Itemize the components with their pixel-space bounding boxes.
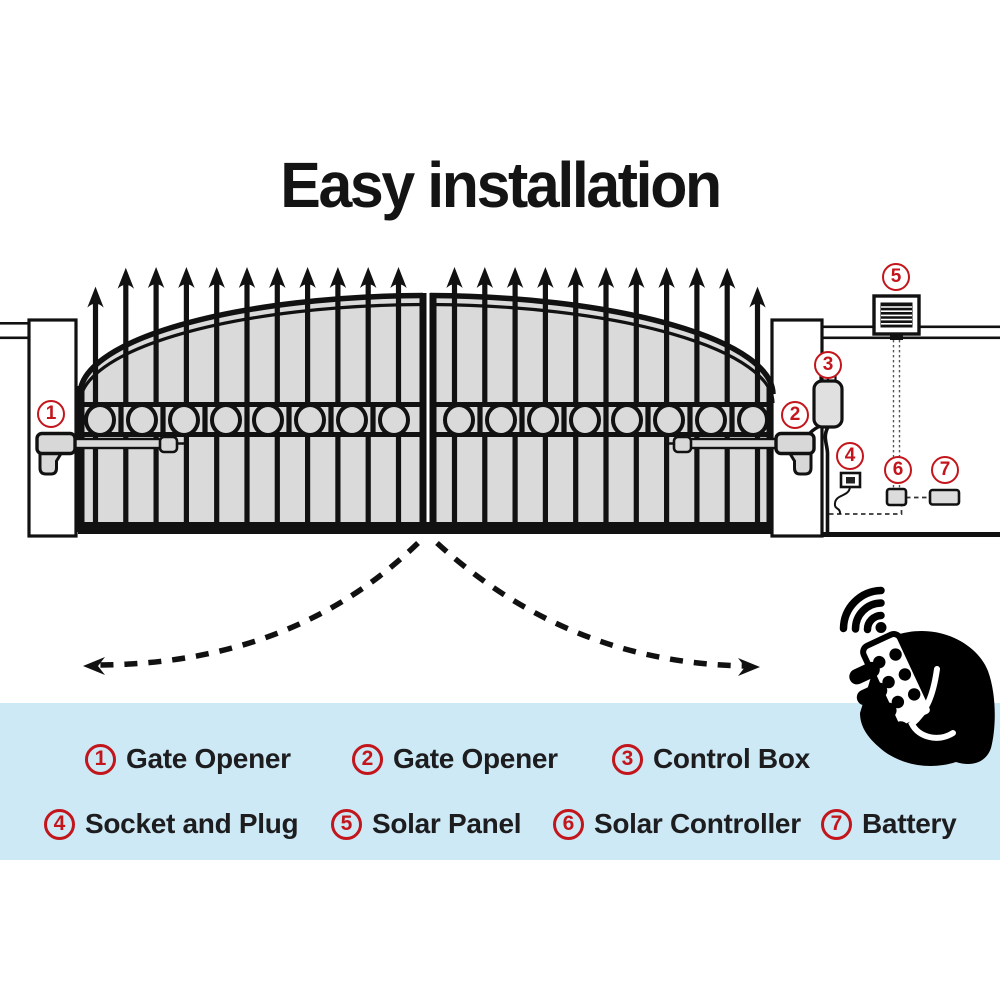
legend-item-gate-opener-2: 2 Gate Opener bbox=[352, 743, 558, 775]
legend-num-2: 2 bbox=[352, 743, 383, 775]
legend-num-7: 7 bbox=[821, 808, 852, 840]
socket-and-plug-icon bbox=[839, 471, 862, 489]
control-box-to-opener-cable bbox=[804, 424, 821, 440]
solar-panel-icon bbox=[872, 294, 921, 340]
actuator-foot bbox=[786, 450, 813, 476]
solar-controller-icon bbox=[885, 487, 908, 507]
legend-num-4: 4 bbox=[44, 808, 75, 840]
right-wall bbox=[772, 325, 1000, 537]
callout-6-solar-controller: 6 bbox=[884, 456, 912, 484]
legend-item-solar-panel: 5 Solar Panel bbox=[331, 808, 522, 840]
arm-bracket bbox=[158, 435, 179, 454]
arrowhead-left bbox=[83, 657, 105, 675]
page-title: Easy installation bbox=[280, 149, 722, 221]
gate-opener-left bbox=[35, 431, 186, 476]
callout-3-control-box: 3 bbox=[814, 351, 842, 379]
remote-buttons bbox=[873, 648, 921, 709]
legend-item-socket-and-plug: 4 Socket and Plug bbox=[44, 808, 299, 840]
actuator-arm bbox=[683, 437, 779, 450]
gate-bottom-rail bbox=[78, 522, 773, 534]
legend-label-2: Gate Opener bbox=[393, 743, 558, 774]
legend-num-1: 1 bbox=[85, 743, 116, 775]
gate-band-rails bbox=[80, 402, 773, 437]
callout-7-battery: 7 bbox=[931, 456, 959, 484]
legend-item-solar-controller: 6 Solar Controller bbox=[553, 808, 801, 840]
legend-label-6: Solar Controller bbox=[594, 808, 801, 839]
legend-num-5: 5 bbox=[331, 808, 362, 840]
left-gate-leaf bbox=[80, 295, 423, 532]
legend-label-1: Gate Opener bbox=[126, 743, 291, 774]
legend-item-gate-opener-1: 1 Gate Opener bbox=[85, 743, 291, 775]
legend-label-3: Control Box bbox=[653, 743, 810, 774]
actuator-body bbox=[774, 431, 816, 456]
legend-num-6: 6 bbox=[553, 808, 584, 840]
gate-band-stubs bbox=[118, 405, 735, 436]
legend-label-7: Battery bbox=[862, 808, 957, 839]
callout-2-gate-opener: 2 bbox=[781, 401, 809, 429]
gate-bars-and-spears bbox=[87, 267, 766, 526]
gate-band-circles bbox=[84, 403, 769, 437]
right-gate-leaf bbox=[430, 295, 773, 532]
wireless-signal-icon bbox=[839, 586, 885, 634]
legend-label-4: Socket and Plug bbox=[85, 808, 299, 839]
gate-stiles bbox=[77, 293, 774, 534]
circuit-wiring bbox=[829, 496, 930, 515]
legend-item-control-box: 3 Control Box bbox=[612, 743, 810, 775]
control-box-power-cable bbox=[823, 426, 830, 534]
legend-label-5: Solar Panel bbox=[372, 808, 522, 839]
plug-cable bbox=[833, 486, 851, 515]
actuator-body bbox=[35, 431, 77, 456]
actuator-foot bbox=[38, 450, 65, 476]
actuator-arm bbox=[72, 437, 168, 450]
left-pillar bbox=[27, 318, 78, 538]
callout-1-gate-opener: 1 bbox=[37, 400, 65, 428]
control-box-icon bbox=[812, 369, 844, 429]
double-swing-gate bbox=[77, 267, 776, 534]
battery-icon bbox=[928, 488, 961, 506]
callout-4-socket: 4 bbox=[836, 442, 864, 470]
gate-opener-right bbox=[665, 431, 816, 476]
swing-arrows bbox=[83, 540, 760, 676]
callout-5-solar-panel: 5 bbox=[882, 263, 910, 291]
gate-arch-rails bbox=[77, 292, 776, 404]
legend-num-3: 3 bbox=[612, 743, 643, 775]
arrowhead-right bbox=[738, 658, 760, 676]
legend-item-battery: 7 Battery bbox=[821, 808, 957, 840]
left-wall-stub bbox=[0, 322, 30, 340]
arm-bracket bbox=[672, 435, 693, 454]
